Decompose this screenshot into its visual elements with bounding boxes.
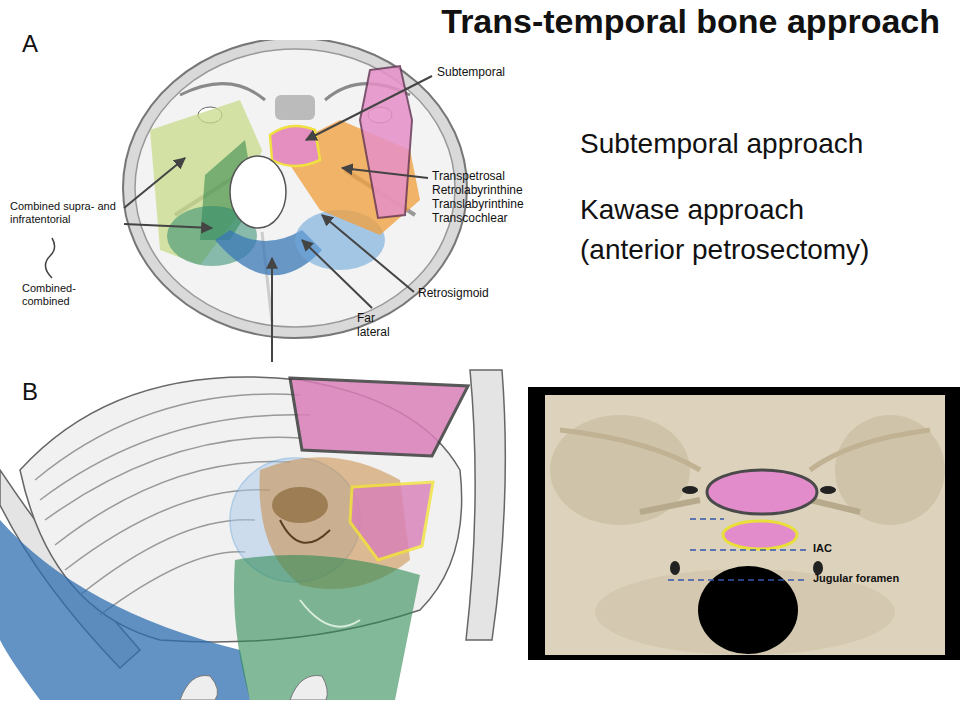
- leader-arrow: [124, 224, 212, 228]
- photo-ground: [528, 387, 960, 660]
- approach-label: Combined supra- and infratentorial: [10, 200, 122, 225]
- slide-title: Trans-temporal bone approach: [441, 2, 940, 41]
- leader-arrow: [124, 158, 185, 208]
- approach-label: Transpetrosal: [432, 170, 505, 184]
- nerve: [300, 600, 360, 627]
- foramen: [670, 561, 680, 575]
- subtemporal-region: [290, 378, 468, 456]
- subtemporal-region: [360, 66, 412, 218]
- kawase-region: [350, 482, 433, 560]
- kawase-region: [270, 126, 320, 166]
- leader-lines: [45, 76, 432, 362]
- leader-arrow: [322, 215, 414, 292]
- panel-letter: B: [22, 378, 38, 406]
- folium-line: [80, 520, 255, 595]
- panel-letter: A: [22, 30, 38, 58]
- sphenoid-wing: [560, 430, 700, 470]
- skull-inner: [135, 49, 455, 327]
- leader-arrow: [302, 240, 372, 308]
- vertebra: [180, 676, 218, 701]
- petrous-ridge: [640, 500, 700, 512]
- heading-text: Subtemporal approach: [580, 128, 863, 160]
- approach-label: Retrolabyrinthine: [432, 184, 523, 198]
- nerve: [280, 520, 330, 543]
- temporal-bone: [466, 370, 505, 640]
- dashed-level-line: [668, 579, 808, 581]
- leader-arrow: [342, 168, 428, 178]
- heading-text: Kawase approach (anterior petrosectomy): [580, 190, 892, 270]
- subtemporal-area: [707, 470, 817, 514]
- foramen-magnum: [230, 156, 286, 228]
- combined-region: [234, 555, 420, 700]
- approach-label: Retrosigmoid: [418, 287, 489, 301]
- lateral-view: [0, 370, 505, 700]
- bone: [545, 395, 945, 655]
- structure-label: Jugular foramen: [813, 572, 899, 585]
- leader-arrow: [306, 76, 432, 140]
- vertebra: [290, 676, 327, 701]
- far-lateral-region: [0, 520, 250, 700]
- leader-arrow: [271, 258, 273, 362]
- sphenoid-wing: [180, 84, 265, 100]
- sphenoid-wing: [810, 430, 930, 470]
- dashed-level-line: [690, 549, 808, 551]
- folium-line: [100, 552, 245, 615]
- petrous-ridge: [810, 500, 860, 512]
- sella: [275, 95, 315, 120]
- foramen-magnum: [698, 566, 798, 654]
- structure-label: IAC: [813, 542, 832, 555]
- approach-label: Far lateral: [357, 312, 401, 340]
- leader-curve: [45, 238, 54, 278]
- skull-photo: [528, 387, 960, 660]
- approach-label: Combined-combined: [22, 282, 84, 307]
- kawase-area: [723, 521, 797, 549]
- foramen: [820, 486, 836, 494]
- approach-label: Subtemporal: [437, 66, 505, 80]
- dashed-level-line: [690, 518, 724, 520]
- skull-base-top-view: [123, 40, 467, 338]
- approach-label: Translabyrinthine: [432, 198, 524, 212]
- approach-label: Transcochlear: [432, 212, 508, 226]
- skull-outer: [123, 40, 467, 338]
- foramen: [682, 486, 698, 494]
- brainstem: [272, 487, 328, 523]
